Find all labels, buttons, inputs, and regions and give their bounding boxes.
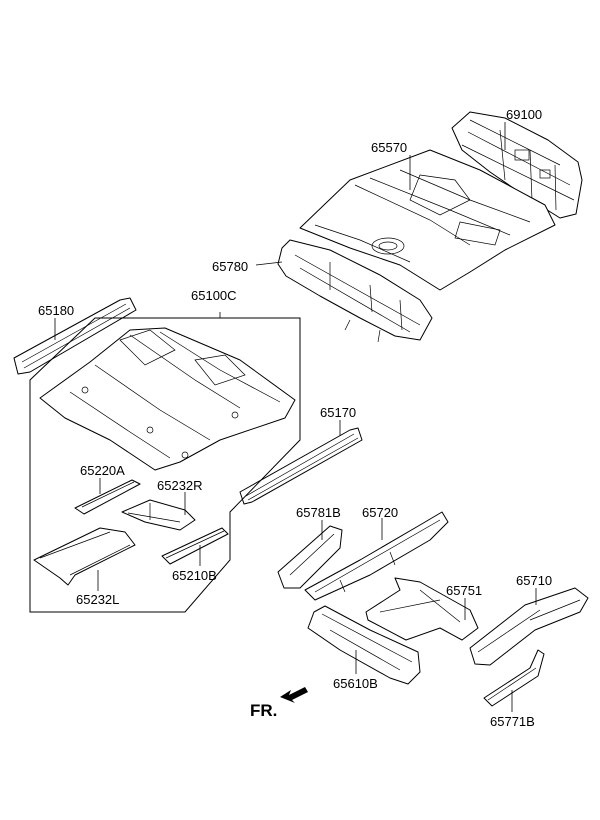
side-member-65710[interactable] [469, 587, 589, 666]
rear-panel-69100[interactable] [451, 111, 583, 219]
label-65170: 65170 [320, 405, 356, 420]
reinforcement-65220A[interactable] [74, 479, 141, 515]
label-65232R: 65232R [157, 478, 203, 493]
label-65771B: 65771B [490, 714, 535, 729]
label-65781B: 65781B [296, 505, 341, 520]
rear-crossmember-65780[interactable] [277, 239, 433, 343]
label-65570: 65570 [371, 140, 407, 155]
front-floor-65100C[interactable] [39, 327, 296, 471]
side-member-65610B[interactable] [307, 605, 421, 685]
label-65751: 65751 [446, 583, 482, 598]
label-65220A: 65220A [80, 463, 125, 478]
reinforcement-65210B[interactable] [161, 527, 229, 565]
label-65232L: 65232L [76, 592, 119, 607]
member-65232R[interactable] [121, 499, 196, 531]
front-label: FR. [250, 701, 277, 720]
label-65780: 65780 [212, 259, 248, 274]
group-frame [29, 317, 301, 613]
leader-lines [54, 122, 537, 712]
rear-floor-65570[interactable] [299, 149, 556, 291]
label-65100C: 65100C [191, 288, 237, 303]
label-65610B: 65610B [333, 676, 378, 691]
member-65781B[interactable] [277, 525, 343, 589]
crossmember-65751[interactable] [365, 577, 479, 641]
member-65771B[interactable] [483, 649, 545, 707]
front-direction-marker: FR. [250, 687, 308, 720]
member-65232L[interactable] [33, 527, 136, 586]
label-65720: 65720 [362, 505, 398, 520]
label-69100: 69100 [506, 107, 542, 122]
label-65710: 65710 [516, 573, 552, 588]
label-65210B: 65210B [172, 568, 217, 583]
crossmember-65720[interactable] [304, 511, 449, 601]
label-65180: 65180 [38, 303, 74, 318]
front-arrow-icon [280, 687, 308, 703]
center-rail-65170[interactable] [239, 427, 363, 505]
